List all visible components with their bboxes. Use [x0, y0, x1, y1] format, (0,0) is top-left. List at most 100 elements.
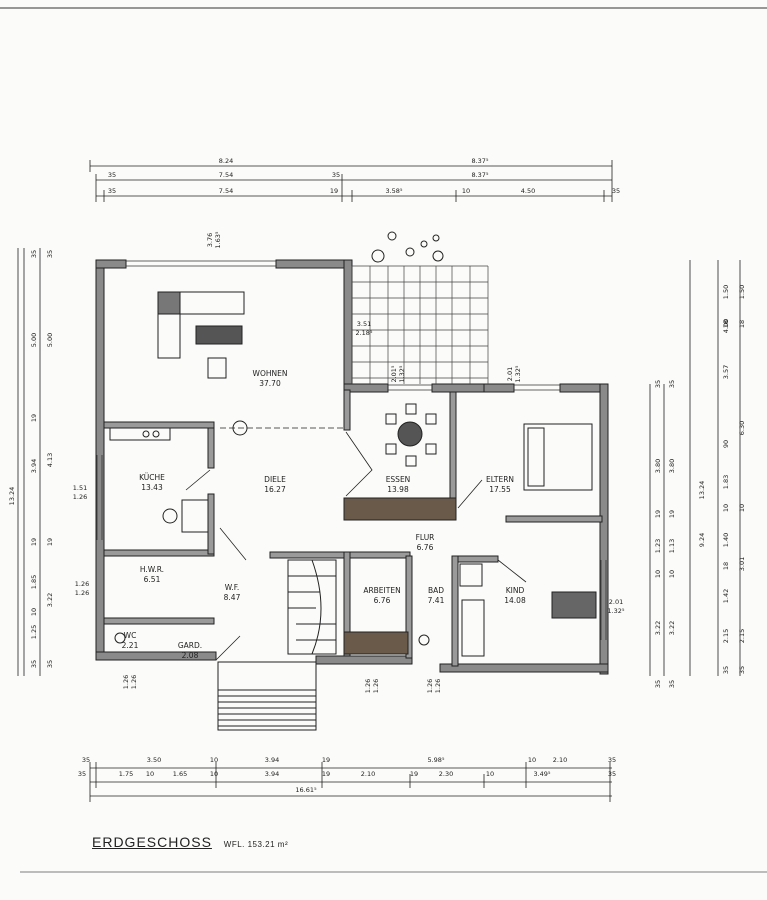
room-area-gard: 2.08	[182, 651, 199, 660]
opening-1-a: 3.51	[357, 320, 371, 328]
dim-left-col1-4: 19	[30, 538, 38, 546]
staircase	[287, 559, 337, 655]
entrance-steps	[217, 661, 317, 731]
opening-4-a: 1.51	[73, 484, 87, 492]
stair-curve	[311, 559, 322, 655]
furniture	[109, 291, 597, 657]
opening-5-b: 1.26	[75, 589, 89, 597]
dim-top-row3-1: 7.54	[219, 187, 233, 195]
dim-right-col2-5: 2.15	[738, 629, 746, 643]
opening-9-b: 1.26	[434, 679, 442, 693]
shower	[459, 563, 483, 587]
opening-2-b: 1.32⁵	[398, 365, 406, 382]
room-area-kind: 14.08	[504, 596, 526, 605]
wall-kitchen-north	[103, 421, 215, 429]
dim-right-col1-0: 4.00	[722, 319, 730, 333]
dim-left-col3-0: 13.24	[8, 487, 16, 506]
stair-treads	[288, 575, 336, 641]
dim-right-col2-1: 18	[738, 320, 746, 328]
chair-2	[425, 413, 437, 425]
bad-toilet	[418, 634, 430, 646]
dim-bot-row1-2: 10	[210, 756, 218, 764]
wall-east	[599, 383, 609, 675]
dim-bot-row2-1: 1.75	[119, 770, 133, 778]
chair-4	[425, 443, 437, 455]
room-area-flur: 6.76	[417, 543, 434, 552]
dim-right-col5-1: 3.80	[668, 459, 676, 473]
dim-right-col4-0: 35	[654, 380, 662, 388]
chair-5	[405, 403, 417, 415]
dim-right-col4-5: 3.22	[654, 621, 662, 635]
dim-left-col1-3: 3.94	[30, 459, 38, 473]
wall-arbeiten-west	[343, 551, 351, 657]
plan-caption: ERDGESCHOSS WFL. 153.21 m²	[92, 834, 288, 850]
door-kind	[497, 559, 527, 583]
wall-south-mid	[315, 655, 413, 665]
coffee-table	[195, 325, 243, 345]
room-area-arbeiten: 6.76	[374, 596, 391, 605]
room-area-diele: 16.27	[264, 485, 286, 494]
dim-right-col5-5: 3.22	[668, 621, 676, 635]
wall-essen-north2	[431, 383, 485, 393]
dim-bot-row2-11: 3.49⁵	[533, 770, 550, 778]
wall-essen-north1	[343, 383, 389, 393]
dim-top-row2-2: 35	[332, 171, 340, 179]
opening-0-b: 1.63⁵	[214, 231, 222, 248]
dim-left-col1-8: 35	[30, 660, 38, 668]
room-name-flur: FLUR	[416, 533, 435, 542]
terrace-tiles	[351, 265, 489, 384]
dim-bot-row2-5: 3.94	[265, 770, 279, 778]
room-name-arbeiten: ARBEITEN	[363, 586, 400, 595]
dim-bot-row2-2: 10	[146, 770, 154, 778]
kid-desk	[551, 591, 597, 619]
dim-bottom-ticks	[89, 762, 611, 802]
dim-left-col2-4: 3.22	[46, 593, 54, 607]
dim-bot-row1-4: 19	[322, 756, 330, 764]
wall-north-w1	[95, 259, 127, 269]
room-name-gard: GARD.	[178, 641, 202, 650]
wall-bad-west	[405, 555, 413, 659]
room-area-wf: 8.47	[224, 593, 241, 602]
chair-1	[385, 413, 397, 425]
dim-right-col2-0: 1.50	[738, 285, 746, 299]
kitchen-counter	[109, 427, 171, 441]
wall-bad-north	[457, 555, 499, 563]
dim-left-col1-1: 5.00	[30, 333, 38, 347]
chair-6	[405, 455, 417, 467]
wall-eltern-north1	[483, 383, 515, 393]
dim-right-col5-0: 35	[668, 380, 676, 388]
dim-right-col1-1: 1.50	[722, 285, 730, 299]
opening-5-a: 1.26	[75, 580, 89, 588]
wall-terrace-west	[343, 259, 353, 391]
arbeiten-shelf	[343, 631, 409, 655]
dim-right-col1-9: 1.42	[722, 589, 730, 603]
opening-8-a: 1.26	[364, 679, 372, 693]
dim-left-col2-5: 35	[46, 660, 54, 668]
opening-3-a: 2.01	[506, 367, 514, 381]
room-area-küche: 13.43	[141, 483, 163, 492]
dim-left-col2-2: 4.13	[46, 453, 54, 467]
dim-bot-row1-0: 35	[82, 756, 90, 764]
dim-left-col1-6: 10	[30, 608, 38, 616]
dim-right-col2-3: 10	[738, 504, 746, 512]
room-area-wc: 2.21	[122, 641, 139, 650]
opening-1-b: 2.18⁵	[355, 329, 372, 337]
chair-3	[385, 443, 397, 455]
dim-bot-row1-6: 10	[528, 756, 536, 764]
dim-left-col1-5: 1.85	[30, 575, 38, 589]
dim-right-col1-7: 1.40	[722, 533, 730, 547]
plant-5	[432, 234, 440, 242]
dim-right-col5-2: 19	[668, 510, 676, 518]
dim-left-col1-2: 19	[30, 414, 38, 422]
dim-right-col1-2: 18	[722, 320, 730, 328]
plan-area: WFL. 153.21 m²	[223, 840, 289, 849]
kitchen-table	[181, 499, 209, 533]
wall-hwr-south	[103, 617, 215, 625]
dining-table	[397, 421, 423, 447]
dim-right-col2-2: 6.30	[738, 421, 746, 435]
wall-bad-east	[451, 555, 459, 667]
dim-bot-row2-9: 2.30	[439, 770, 453, 778]
dim-right-col4-4: 10	[654, 570, 662, 578]
dim-top-row3-0: 35	[108, 187, 116, 195]
wall-kitchen-east1	[207, 427, 215, 469]
